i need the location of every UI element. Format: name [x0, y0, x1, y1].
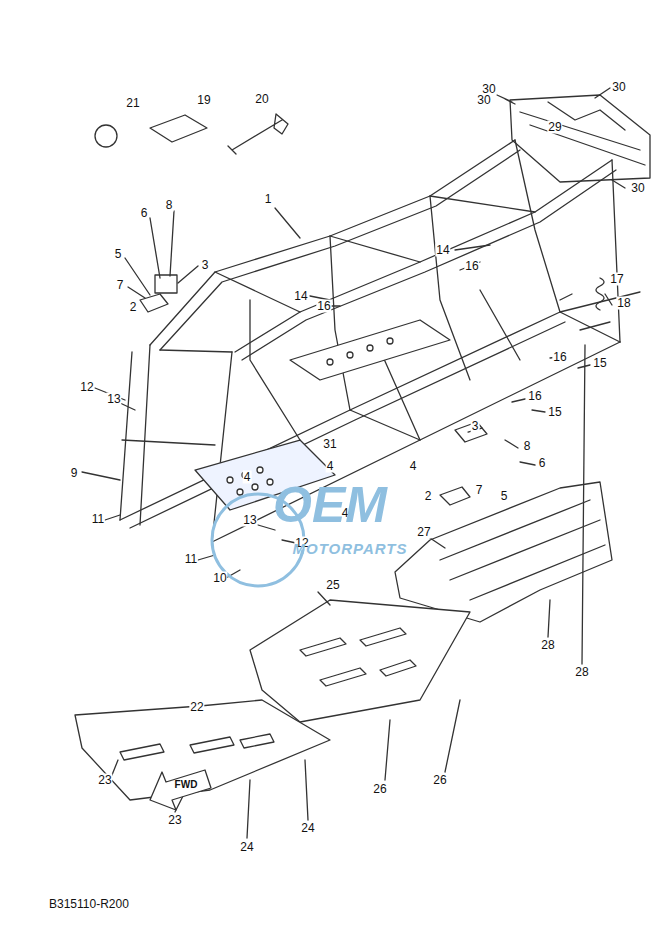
callout-number: 28: [574, 666, 589, 679]
callout-number: 28: [540, 639, 555, 652]
skid-plate: [250, 600, 470, 722]
callout-number: 4: [243, 471, 252, 484]
callout-number: 24: [300, 822, 315, 835]
callout-number: 20: [254, 93, 269, 106]
direction-label: FWD: [174, 778, 199, 791]
callout-number: 11: [184, 553, 198, 566]
callout-number: 15: [592, 357, 607, 370]
callout-number: 11: [91, 513, 105, 526]
callout-number: 30: [476, 94, 491, 107]
callout-number: 24: [239, 841, 254, 854]
watermark: MOTORPARTS: [291, 542, 408, 555]
callout-number: 31: [322, 438, 337, 451]
callout-number: 30: [611, 81, 626, 94]
callout-number: 29: [547, 121, 562, 134]
callout-number: 5: [114, 248, 123, 261]
callout-number: 27: [416, 526, 431, 539]
callout-number: 7: [116, 279, 125, 292]
callout-number: 3: [471, 420, 480, 433]
callout-number: 8: [165, 199, 174, 212]
callout-number: 19: [196, 94, 211, 107]
callout-number: 7: [475, 484, 484, 497]
callout-number: 18: [616, 297, 631, 310]
callout-number: 2: [129, 301, 138, 314]
callout-number: 5: [500, 490, 509, 503]
watermark: OEM: [272, 499, 388, 512]
callout-number: 15: [547, 406, 562, 419]
tool: [228, 114, 288, 154]
callout-number: 12: [79, 381, 94, 394]
callout-number: 16: [527, 390, 542, 403]
callout-number: 16: [464, 260, 479, 273]
callout-number: 25: [325, 579, 340, 592]
callout-number: 9: [70, 467, 79, 480]
rear-bracket: [510, 95, 650, 182]
forward-arrow: [150, 770, 211, 810]
callout-number: 14: [435, 244, 450, 257]
callout-number: 30: [630, 182, 645, 195]
callout-number: 23: [97, 774, 112, 787]
skid-plate: [395, 482, 612, 622]
callout-number: 8: [523, 440, 532, 453]
callout-number: 16: [316, 300, 331, 313]
callout-number: 21: [125, 97, 140, 110]
callout-number: 6: [538, 457, 547, 470]
callout-number: 13: [242, 514, 257, 527]
callout-number: 16: [552, 351, 567, 364]
callout-number: 17: [609, 273, 624, 286]
callout-number: 2: [424, 490, 433, 503]
callout-number: 10: [212, 572, 227, 585]
callout-number: 4: [326, 460, 335, 473]
o-ring: [95, 125, 117, 147]
package: [150, 115, 207, 142]
callout-number: 1: [264, 193, 273, 206]
callout-number: 22: [189, 701, 204, 714]
callout-number: 26: [432, 774, 447, 787]
callout-number: 14: [293, 290, 308, 303]
frame-tube: [150, 140, 515, 345]
callout-number: 3: [201, 259, 210, 272]
diagram-code: B315110-R200: [48, 898, 130, 911]
callout-number: 26: [372, 783, 387, 796]
callout-number: 4: [409, 460, 418, 473]
callout-number: 23: [167, 814, 182, 827]
callout-number: 6: [140, 207, 149, 220]
callout-number: 13: [106, 393, 121, 406]
